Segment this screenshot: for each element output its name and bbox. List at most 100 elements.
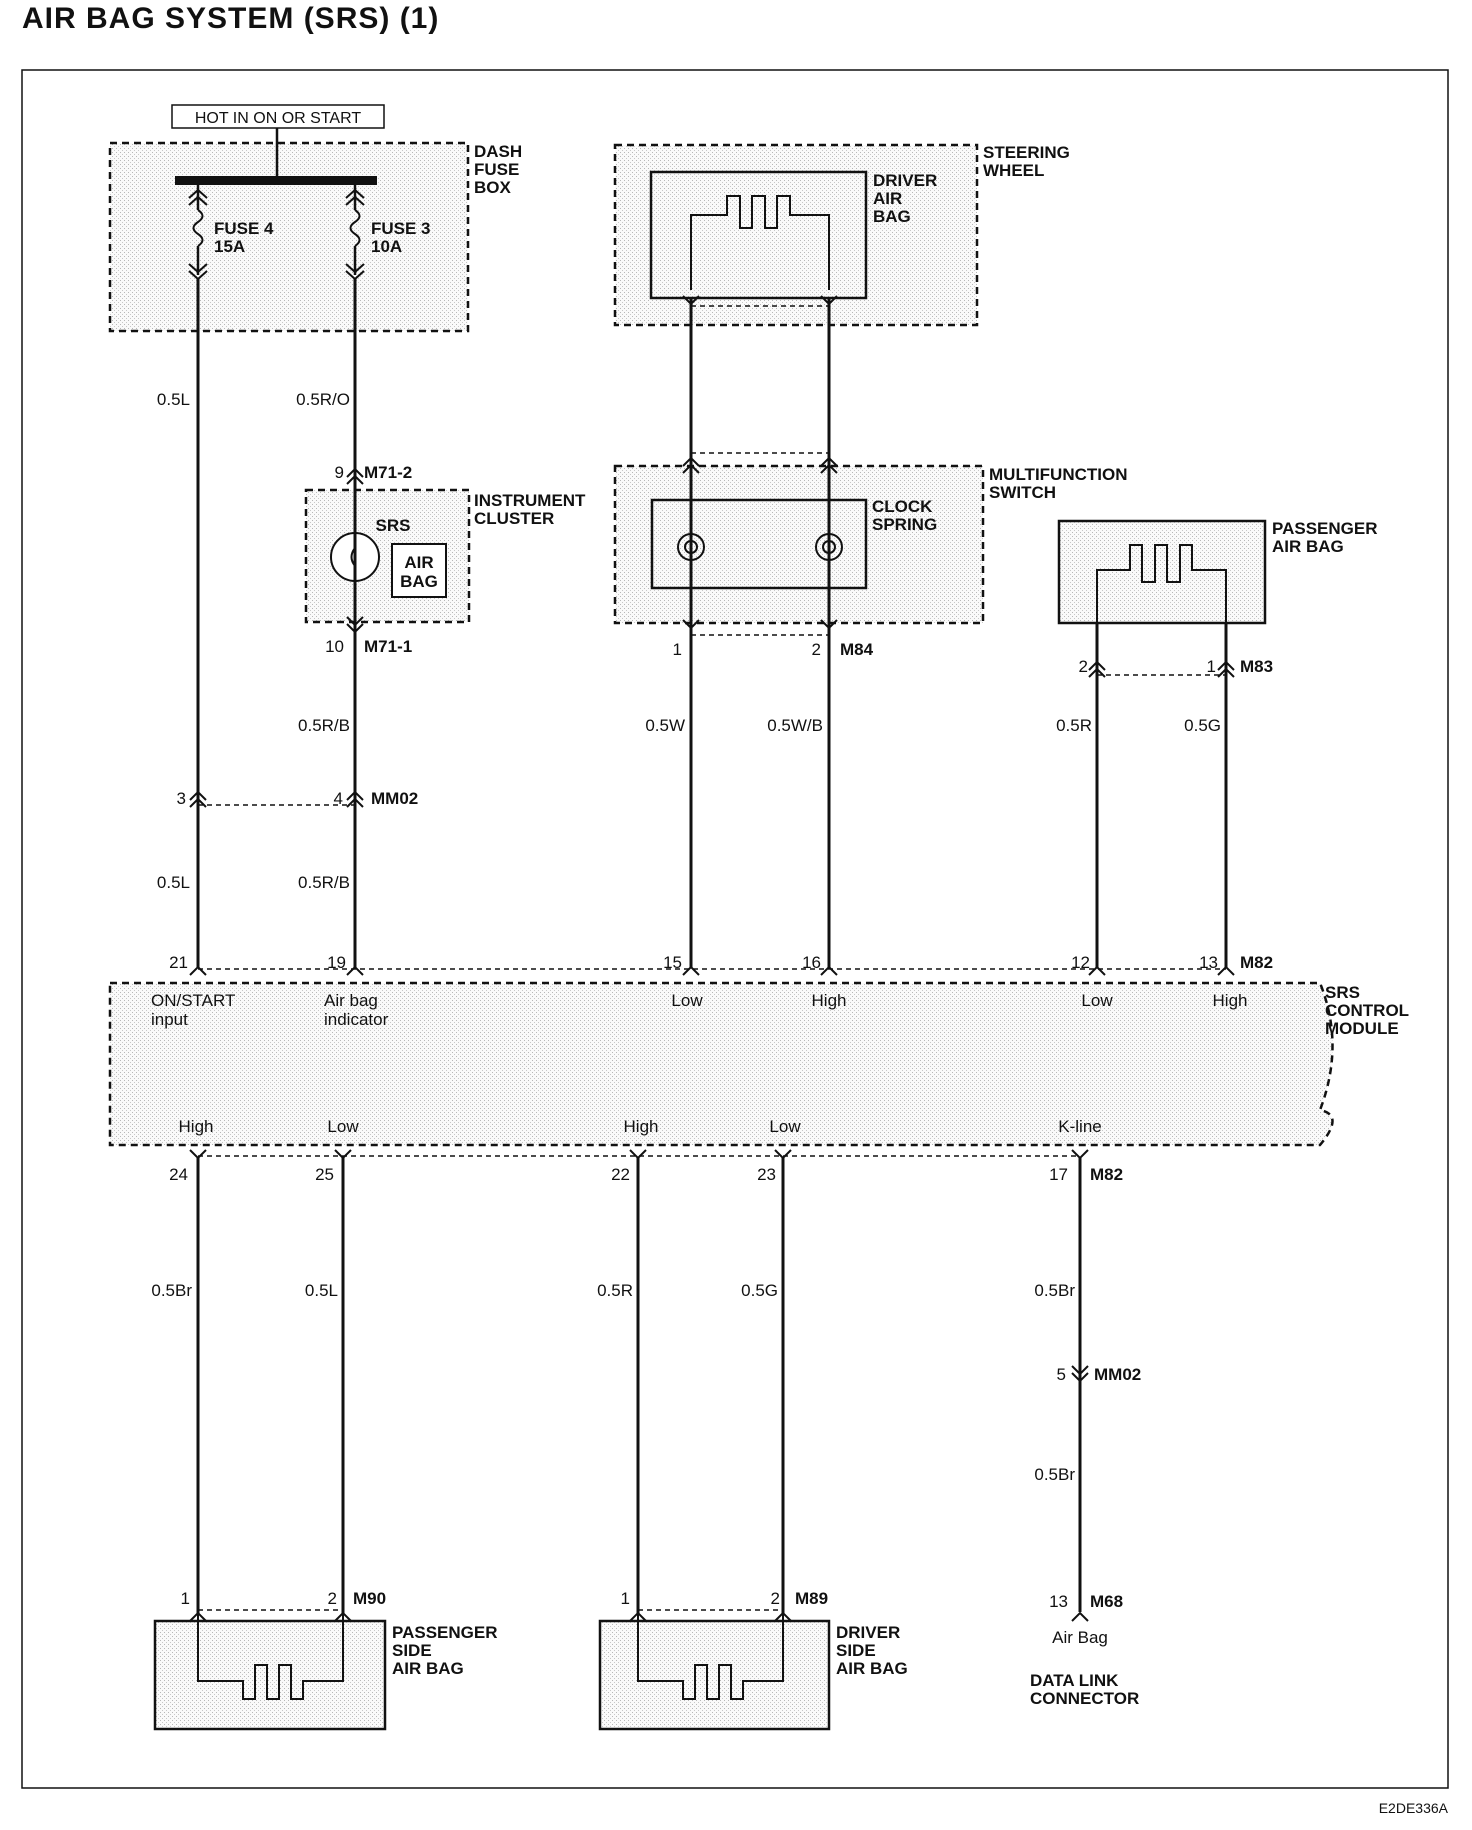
svg-text:CONNECTOR: CONNECTOR [1030, 1689, 1139, 1708]
svg-text:Air Bag: Air Bag [1052, 1628, 1108, 1647]
svg-text:SRS: SRS [376, 516, 411, 535]
svg-text:M68: M68 [1090, 1592, 1123, 1611]
driver-air-bag: DRIVER AIR BAG [649, 170, 937, 300]
wires [196, 279, 1228, 1615]
svg-text:10: 10 [325, 637, 344, 656]
svg-text:1: 1 [1207, 657, 1216, 676]
svg-text:FUSE 4: FUSE 4 [214, 219, 274, 238]
svg-text:High: High [179, 1117, 214, 1136]
svg-text:25: 25 [315, 1165, 334, 1184]
svg-text:16: 16 [802, 953, 821, 972]
svg-text:0.5L: 0.5L [157, 873, 190, 892]
svg-text:MM02: MM02 [371, 789, 418, 808]
svg-text:DATA LINK: DATA LINK [1030, 1671, 1119, 1690]
fuse-bus-bar [175, 176, 377, 185]
svg-text:0.5L: 0.5L [157, 390, 190, 409]
svg-text:High: High [624, 1117, 659, 1136]
svg-text:2: 2 [771, 1589, 780, 1608]
svg-text:0.5Br: 0.5Br [1034, 1281, 1075, 1300]
svg-text:CONTROL: CONTROL [1325, 1001, 1409, 1020]
svg-text:BAG: BAG [400, 572, 438, 591]
svg-text:input: input [151, 1010, 188, 1029]
module-terminal-labels: ON/START input Air bag indicator Low Hig… [151, 991, 1247, 1136]
svg-text:10A: 10A [371, 237, 402, 256]
svg-text:M89: M89 [795, 1589, 828, 1608]
svg-text:M84: M84 [840, 640, 874, 659]
svg-text:3: 3 [177, 789, 186, 808]
svg-text:Low: Low [327, 1117, 359, 1136]
svg-text:MODULE: MODULE [1325, 1019, 1399, 1038]
svg-text:M71-1: M71-1 [364, 637, 412, 656]
svg-text:AIR: AIR [873, 189, 902, 208]
svg-text:MULTIFUNCTION: MULTIFUNCTION [989, 465, 1128, 484]
svg-text:DRIVER: DRIVER [836, 1623, 900, 1642]
svg-text:DRIVER: DRIVER [873, 171, 937, 190]
svg-text:CLOCK: CLOCK [872, 497, 933, 516]
svg-text:M71-2: M71-2 [364, 463, 412, 482]
svg-text:21: 21 [169, 953, 188, 972]
driver-side-air-bag: DRIVER SIDE AIR BAG [598, 1615, 908, 1731]
svg-text:23: 23 [757, 1165, 776, 1184]
svg-text:FUSE 3: FUSE 3 [371, 219, 431, 238]
svg-text:WHEEL: WHEEL [983, 161, 1044, 180]
connector-ids: M71-2 M71-1 MM02 M84 M83 M82 M82 MM02 M9… [353, 463, 1273, 1611]
svg-text:SIDE: SIDE [392, 1641, 432, 1660]
svg-text:indicator: indicator [324, 1010, 389, 1029]
svg-text:Low: Low [1081, 991, 1113, 1010]
svg-text:22: 22 [611, 1165, 630, 1184]
svg-text:0.5Br: 0.5Br [151, 1281, 192, 1300]
svg-text:4: 4 [334, 789, 343, 808]
svg-text:SRS: SRS [1325, 983, 1360, 1002]
svg-text:HOT IN ON OR START: HOT IN ON OR START [195, 110, 361, 127]
passenger-air-bag: PASSENGER AIR BAG [1057, 519, 1378, 650]
svg-text:DASH: DASH [474, 142, 522, 161]
fuse-4: FUSE 4 15A [188, 185, 274, 281]
svg-text:Air bag: Air bag [324, 991, 378, 1010]
svg-text:15A: 15A [214, 237, 245, 256]
power-source-label: HOT IN ON OR START [171, 104, 385, 129]
svg-text:17: 17 [1049, 1165, 1068, 1184]
svg-text:0.5G: 0.5G [741, 1281, 778, 1300]
wire-labels: 0.5L 0.5R/O 0.5R/B 0.5W 0.5W/B 0.5R 0.5G… [151, 390, 1221, 1484]
svg-text:BAG: BAG [873, 207, 911, 226]
svg-text:0.5R/B: 0.5R/B [298, 873, 350, 892]
svg-text:SWITCH: SWITCH [989, 483, 1056, 502]
svg-text:19: 19 [327, 953, 346, 972]
svg-text:1: 1 [181, 1589, 190, 1608]
svg-text:SPRING: SPRING [872, 515, 937, 534]
svg-text:Low: Low [769, 1117, 801, 1136]
svg-text:1: 1 [673, 640, 682, 659]
svg-text:24: 24 [169, 1165, 188, 1184]
svg-text:13: 13 [1199, 953, 1218, 972]
svg-text:0.5L: 0.5L [305, 1281, 338, 1300]
svg-text:High: High [1213, 991, 1248, 1010]
svg-text:0.5R: 0.5R [1056, 716, 1092, 735]
svg-text:0.5W: 0.5W [645, 716, 685, 735]
svg-text:13: 13 [1049, 1592, 1068, 1611]
document-code: E2DE336A [1378, 1800, 1448, 1816]
svg-text:2: 2 [328, 1589, 337, 1608]
svg-text:0.5R/B: 0.5R/B [298, 716, 350, 735]
svg-text:INSTRUMENT: INSTRUMENT [474, 491, 586, 510]
svg-text:PASSENGER: PASSENGER [392, 1623, 498, 1642]
svg-text:SIDE: SIDE [836, 1641, 876, 1660]
svg-text:AIR: AIR [404, 553, 433, 572]
svg-text:FUSE: FUSE [474, 160, 519, 179]
svg-text:CLUSTER: CLUSTER [474, 509, 554, 528]
svg-text:9: 9 [335, 463, 344, 482]
svg-text:PASSENGER: PASSENGER [1272, 519, 1378, 538]
svg-text:5: 5 [1057, 1365, 1066, 1384]
svg-text:M83: M83 [1240, 657, 1273, 676]
svg-text:2: 2 [812, 640, 821, 659]
svg-text:1: 1 [621, 1589, 630, 1608]
svg-text:2: 2 [1079, 657, 1088, 676]
svg-text:0.5R: 0.5R [597, 1281, 633, 1300]
svg-text:MM02: MM02 [1094, 1365, 1141, 1384]
svg-text:15: 15 [663, 953, 682, 972]
svg-text:BOX: BOX [474, 178, 512, 197]
svg-text:0.5R/O: 0.5R/O [296, 390, 350, 409]
dash-fuse-box: DASH FUSE BOX [108, 141, 522, 333]
svg-text:AIR BAG: AIR BAG [1272, 537, 1344, 556]
diagram-frame [21, 69, 1449, 1789]
